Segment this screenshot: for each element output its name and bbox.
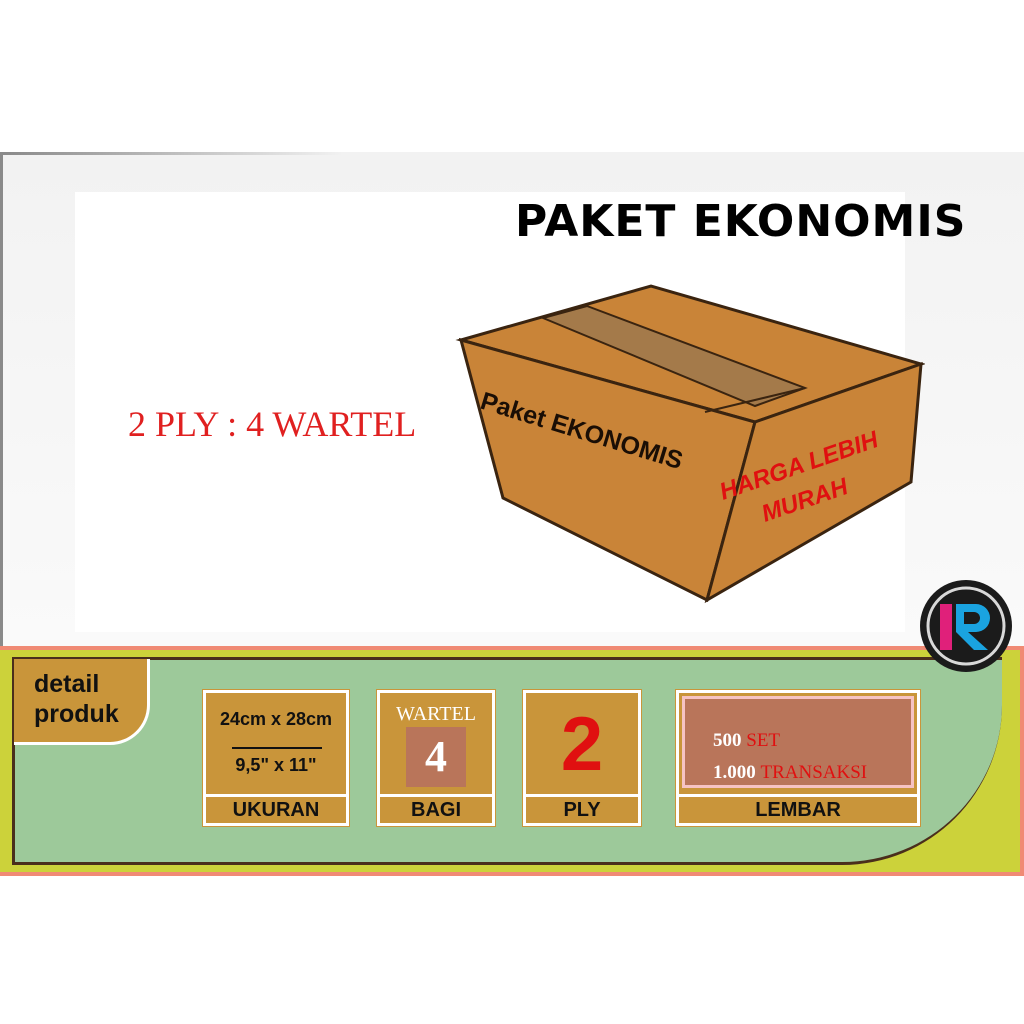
bagi-value: 4 <box>406 727 466 787</box>
spec-tile-ply: 2 PLY <box>522 689 642 827</box>
ply-wartel-subtitle: 2 PLY : 4 WARTEL <box>128 404 417 444</box>
box-front <box>704 361 923 604</box>
detail-tag-line1: detail <box>34 670 100 698</box>
lembar-line2: 1.000 TRANSAKSI <box>713 757 911 789</box>
ply-value: 2 <box>560 702 604 787</box>
detail-tag-line2: produk <box>34 700 119 728</box>
spec-label-ply: PLY <box>526 794 638 823</box>
lembar-unit1: SET <box>746 730 781 751</box>
detail-produk-tag: detail produk <box>14 659 150 745</box>
lembar-details: 500 SET 1.000 TRANSAKSI <box>682 696 914 788</box>
cardboard-box-illustration: Paket EKONOMIS HARGA LEBIH MURAH <box>455 284 925 604</box>
spec-tile-bagi: WARTEL 4 BAGI <box>376 689 496 827</box>
spec-tile-ukuran: 24cm x 28cm 9,5" x 11" UKURAN <box>202 689 350 827</box>
page-title: PAKET EKONOMIS <box>515 196 967 247</box>
bagi-top-text: WARTEL <box>396 703 476 725</box>
lembar-line1: 500 SET <box>713 725 911 757</box>
size-divider <box>232 747 322 749</box>
lembar-qty1: 500 <box>713 730 742 751</box>
spec-tile-lembar: 500 SET 1.000 TRANSAKSI LEMBAR <box>675 689 921 827</box>
spec-label-bagi: BAGI <box>380 794 492 823</box>
box-tape-edge <box>704 387 806 413</box>
size-cm: 24cm x 28cm <box>219 709 333 729</box>
brand-logo-icon <box>920 580 1012 672</box>
size-inch: 9,5" x 11" <box>235 755 317 775</box>
spec-label-ukuran: UKURAN <box>206 794 346 823</box>
spec-label-lembar: LEMBAR <box>679 794 917 823</box>
lembar-unit2: TRANSAKSI <box>760 762 868 783</box>
lembar-qty2: 1.000 <box>713 762 756 783</box>
